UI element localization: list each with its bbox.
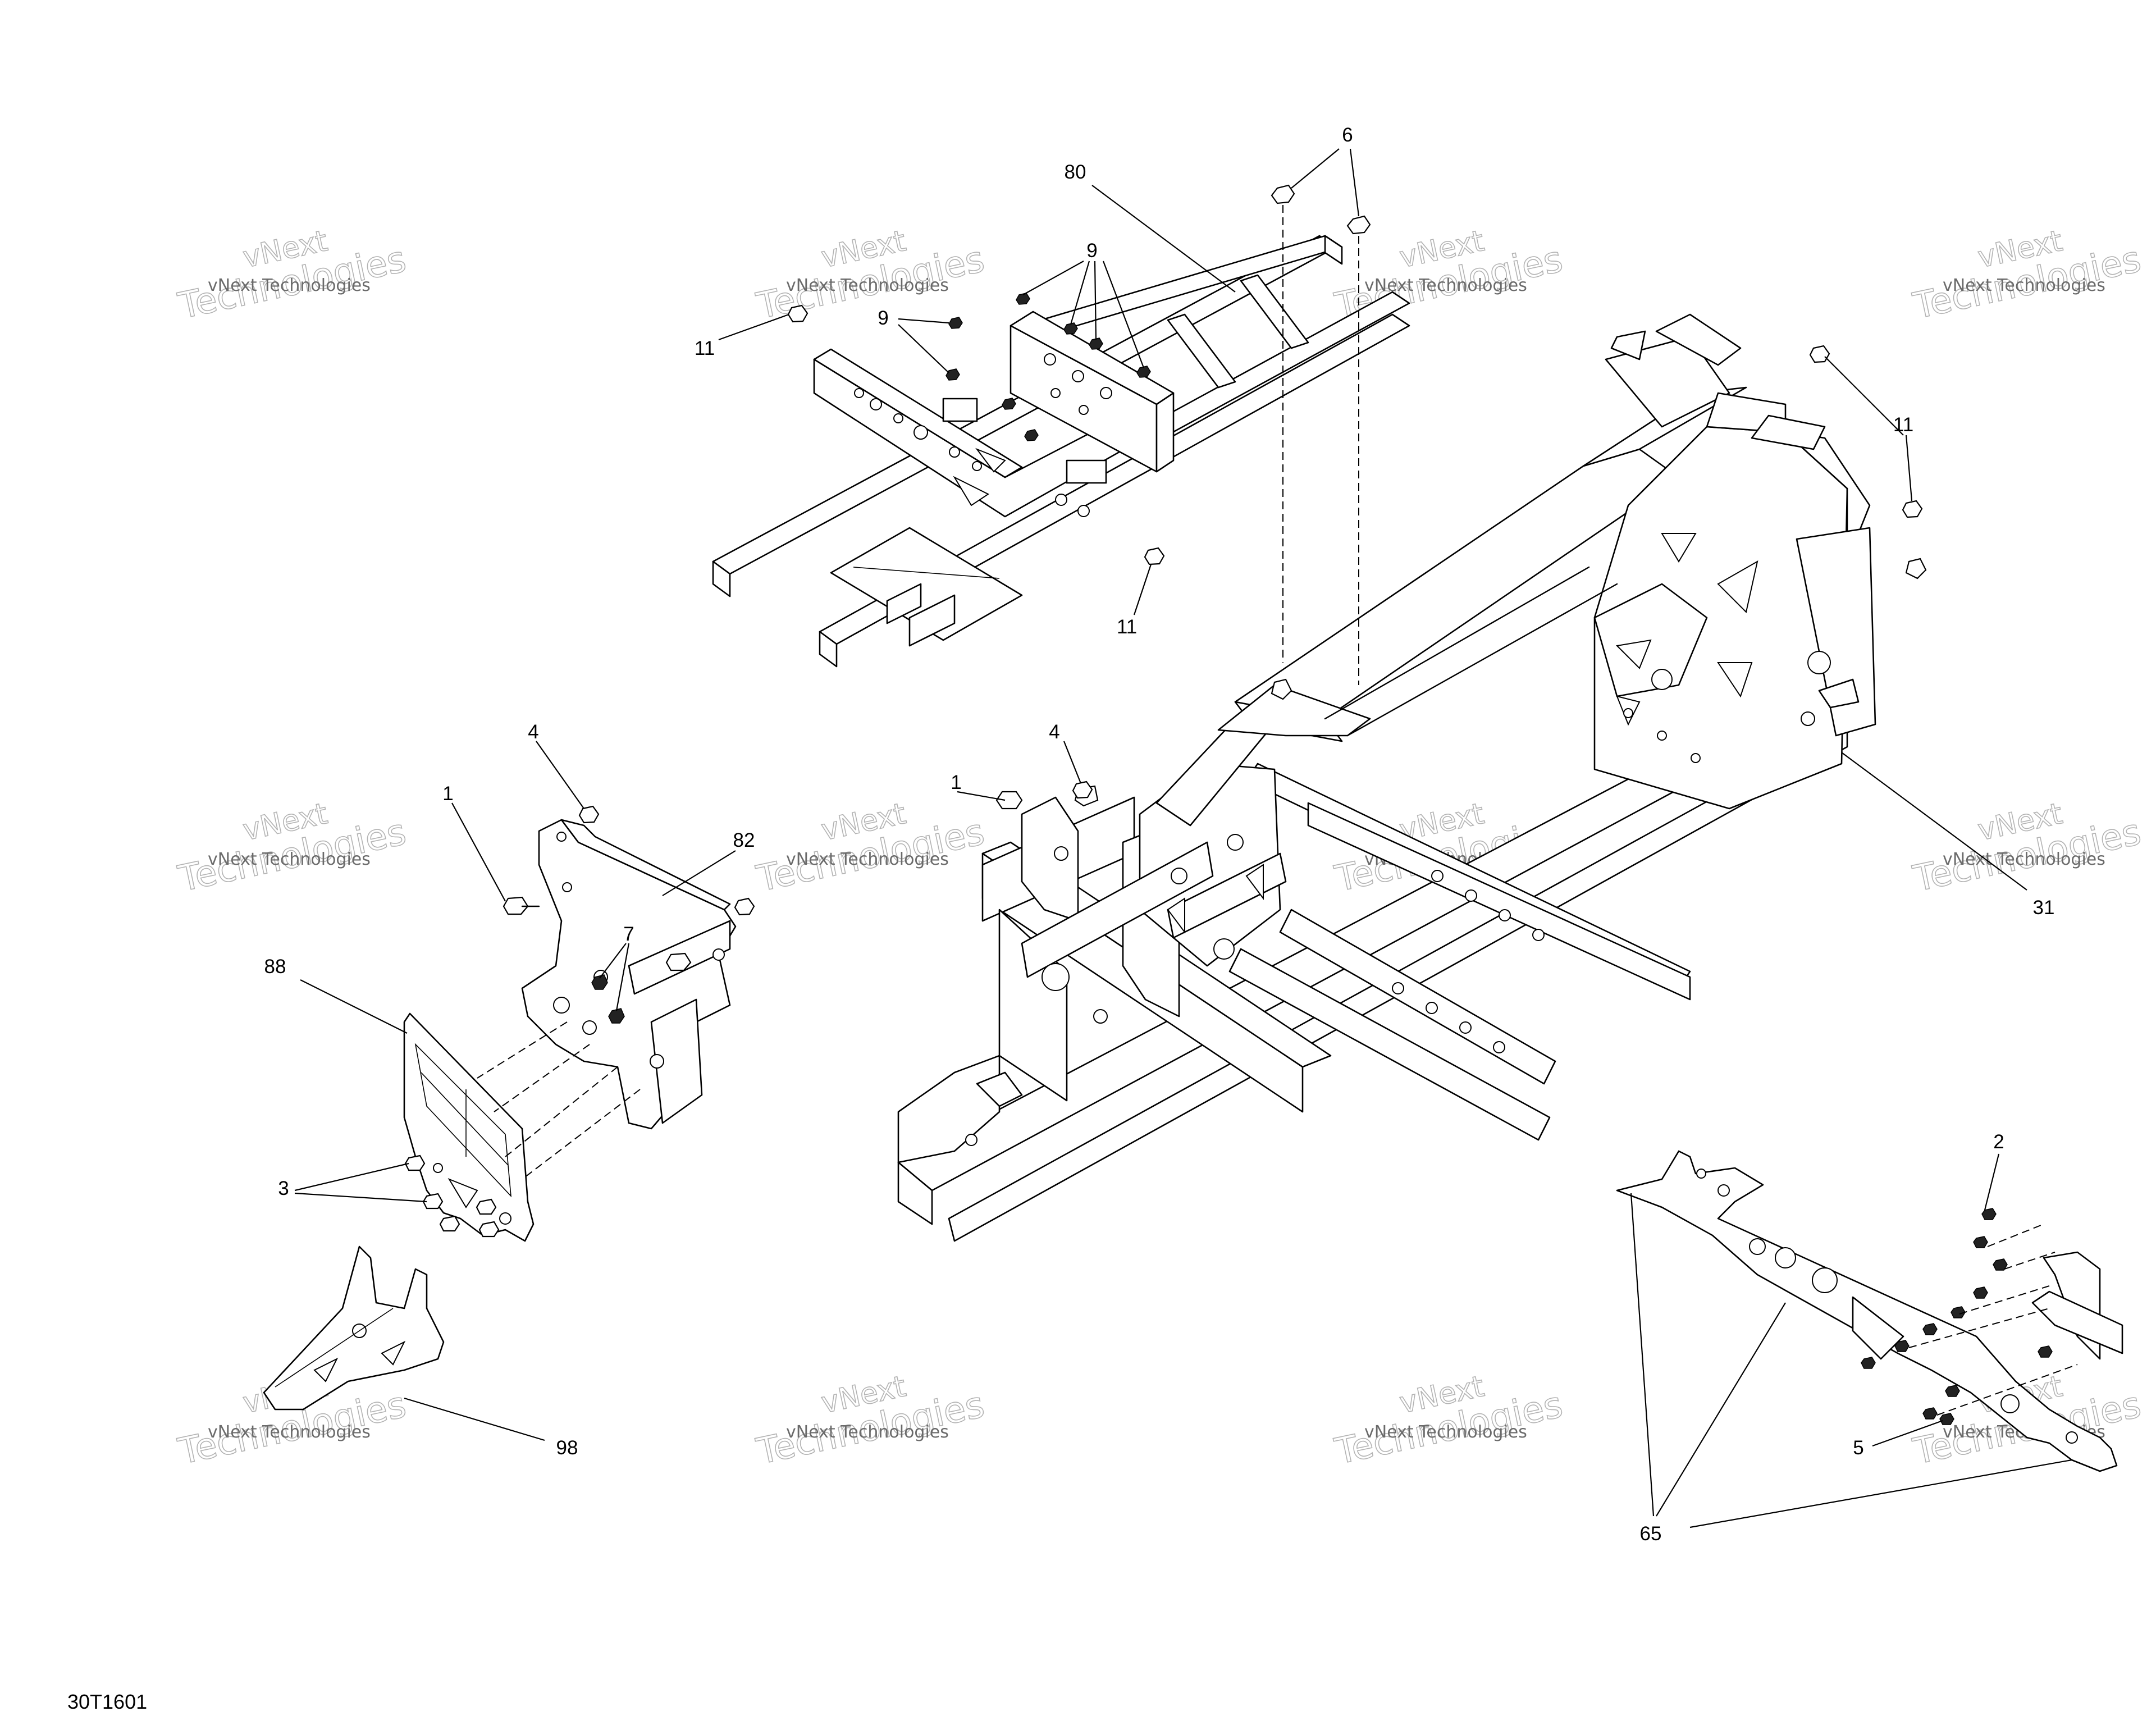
callout-7: 7 [623, 923, 634, 945]
watermark-11: vNext Technologies [1331, 1369, 1566, 1473]
callout-88: 88 [264, 956, 286, 978]
watermark-1: vNext Technologies [174, 223, 410, 328]
assembly-lines [477, 205, 2078, 1416]
front-bracket-part-82 [521, 819, 737, 1130]
front-skid-bracket-part-98 [263, 1245, 445, 1411]
watermark-small-5: vNext Technologies [208, 850, 371, 869]
watermark-small-4: vNext Technologies [1943, 276, 2105, 295]
fasteners [404, 184, 2053, 1425]
watermark-small-6: vNext Technologies [786, 850, 949, 869]
skid-plate-part-88 [403, 1012, 535, 1242]
watermark-10: vNext Technologies [752, 1369, 988, 1473]
callout-4-a: 4 [528, 721, 538, 743]
watermark-small-11: vNext Technologies [1364, 1422, 1527, 1442]
watermark-4: vNext Technologies [1909, 223, 2145, 328]
callout-3: 3 [278, 1178, 289, 1199]
watermark-small-10: vNext Technologies [786, 1422, 949, 1442]
rear-support-part-65 [1616, 1150, 2123, 1472]
callout-11-a: 11 [695, 337, 715, 359]
callout-9-b: 9 [878, 307, 888, 329]
callout-labels: 6 80 9 9 11 11 11 11 4 4 1 1 82 7 88 3 9… [264, 124, 2055, 1545]
rear-subframe-part-80 [712, 235, 1410, 668]
callout-5: 5 [1853, 1437, 1863, 1459]
callout-31: 31 [2033, 897, 2055, 919]
callout-11-b: 11 [1117, 616, 1137, 638]
callout-9-a: 9 [1086, 240, 1097, 262]
callout-11-c: 11 [1893, 414, 1913, 436]
watermark-small-8: vNext Technologies [1943, 850, 2105, 869]
callout-98: 98 [556, 1437, 578, 1459]
watermark-8: vNext Technologies [1909, 796, 2145, 901]
callout-1-b: 1 [951, 772, 961, 793]
watermark-6: vNext Technologies [752, 796, 988, 901]
callout-65: 65 [1640, 1523, 1662, 1545]
callout-4-b: 4 [1049, 721, 1059, 743]
callout-80: 80 [1065, 161, 1086, 183]
watermark-small-9: vNext Technologies [208, 1422, 371, 1442]
diagram-reference-code: 30T1601 [67, 1690, 148, 1713]
watermark-small-3: vNext Technologies [1364, 276, 1527, 295]
callout-6: 6 [1342, 124, 1353, 146]
main-frame-part-31 [897, 313, 1927, 1242]
callout-2: 2 [1993, 1131, 2004, 1153]
leader-lines [294, 148, 2072, 1528]
callout-1-a: 1 [442, 783, 453, 805]
watermark-5: vNext Technologies [174, 796, 410, 901]
callout-82: 82 [733, 829, 755, 851]
watermark-small-2: vNext Technologies [786, 276, 949, 295]
watermark-2: vNext Technologies [752, 223, 988, 328]
watermark-small-1: vNext Technologies [208, 276, 371, 295]
